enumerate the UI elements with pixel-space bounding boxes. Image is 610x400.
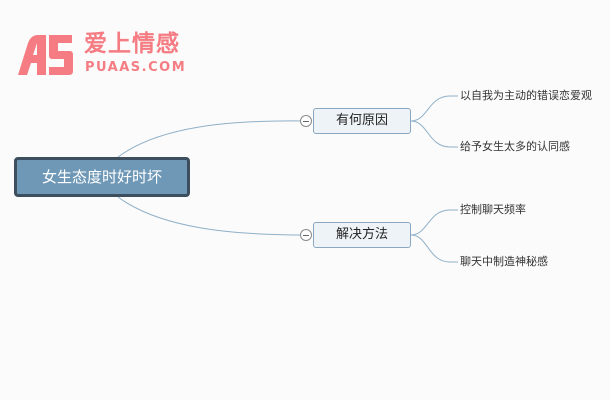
mindmap-branch-node-reasons[interactable]: 有何原因 — [313, 108, 411, 134]
connector-branch-2-leaf-3 — [410, 209, 451, 236]
mindmap-root-node[interactable]: 女生态度时好时坏 — [14, 157, 190, 197]
mindmap-leaf-node[interactable]: 给予女生太多的认同感 — [460, 140, 570, 153]
connector-branch-2-leaf-4 — [410, 234, 451, 263]
logo-text-en: PUAAS.COM — [85, 60, 187, 75]
collapse-toggle-icon[interactable] — [300, 229, 312, 241]
connector-root-branch-1 — [117, 120, 307, 158]
connector-root-branch-2 — [117, 196, 307, 236]
connector-branch-1-leaf-1 — [410, 95, 451, 122]
mindmap-leaf-node[interactable]: 以自我为主动的错误恋爱观 — [460, 89, 592, 102]
logo-icon — [18, 35, 73, 75]
collapse-toggle-icon[interactable] — [300, 115, 312, 127]
mindmap-leaf-node[interactable]: 控制聊天频率 — [460, 203, 526, 216]
mindmap-branch-node-solutions[interactable]: 解决方法 — [313, 222, 411, 248]
logo-text-cn: 爱上情感 — [84, 31, 180, 57]
mindmap-leaf-node[interactable]: 聊天中制造神秘感 — [460, 255, 548, 268]
connector-branch-1-leaf-2 — [410, 120, 451, 148]
